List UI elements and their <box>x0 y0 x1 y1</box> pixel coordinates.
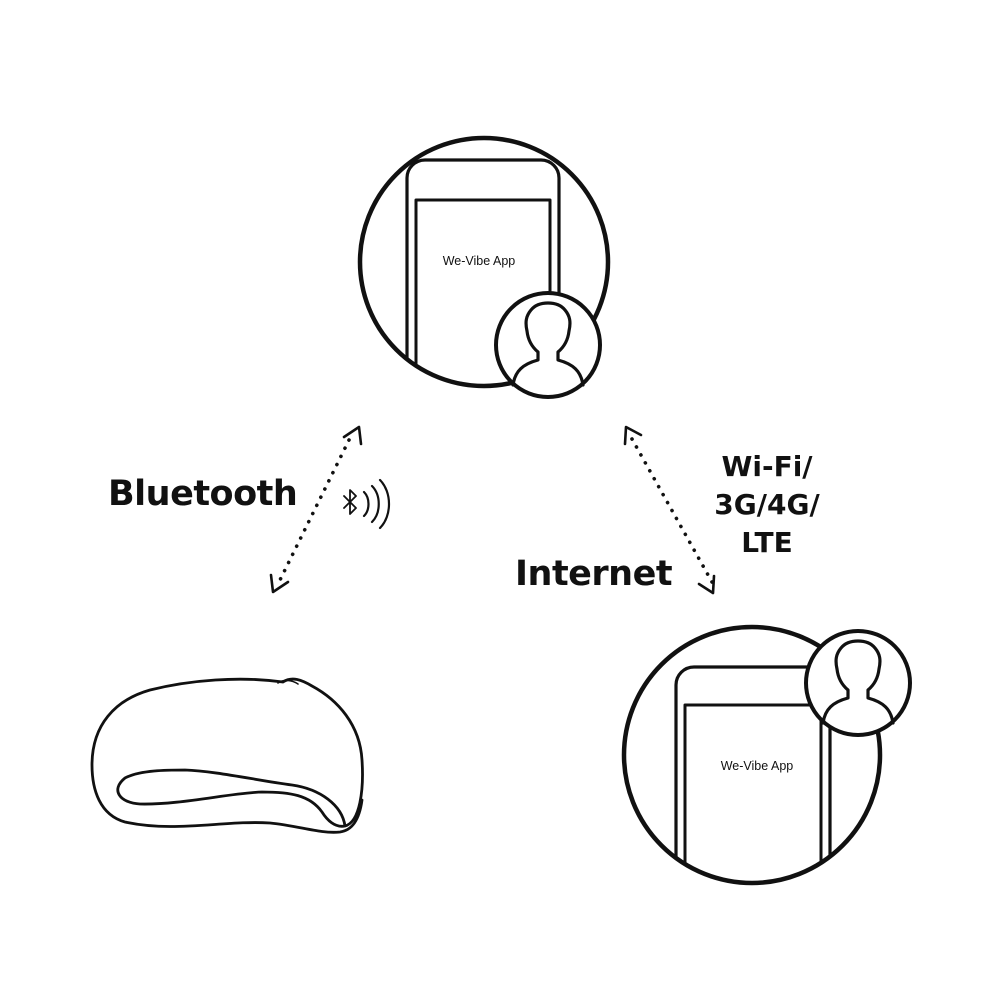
remote-user-badge <box>804 629 912 737</box>
signal-wave-medium <box>370 484 380 524</box>
network-type-line: LTE <box>741 526 793 559</box>
network-type-line: 3G/4G/ <box>714 488 820 521</box>
arrowhead-down-icon <box>269 573 290 594</box>
bluetooth-dotted-line <box>278 438 351 582</box>
arrowhead-down-icon <box>697 574 716 595</box>
bluetooth-connection-arrow <box>269 425 363 594</box>
remote-user-icon <box>804 629 912 737</box>
internet-connection-arrow <box>623 425 716 595</box>
arrowhead-up-icon <box>342 425 363 446</box>
remote-phone-screen <box>683 703 823 883</box>
bluetooth-icon <box>343 478 391 530</box>
signal-wave-large <box>378 478 391 530</box>
user-silhouette-icon <box>821 639 895 725</box>
remote-phone-body <box>674 665 832 883</box>
internet-label: Internet <box>515 554 673 594</box>
bluetooth-label: Bluetooth <box>108 474 298 514</box>
remote-phone-group: We-Vibe App <box>621 624 912 886</box>
local-user-badge <box>494 291 602 399</box>
internet-dotted-line <box>630 437 714 584</box>
local-phone-screen-text: We-Vibe App <box>443 254 516 268</box>
signal-wave-small <box>362 490 370 518</box>
local-user-icon <box>494 291 602 399</box>
remote-phone-screen-text: We-Vibe App <box>721 759 794 773</box>
local-phone-group: We-Vibe App <box>357 135 611 399</box>
network-type-line: Wi-Fi/ <box>721 450 813 483</box>
vibrator-device-icon <box>90 677 364 834</box>
network-types-label: Wi-Fi/ 3G/4G/ LTE <box>696 448 838 562</box>
user-silhouette-icon <box>511 301 585 387</box>
arrowhead-up-icon <box>623 425 643 446</box>
